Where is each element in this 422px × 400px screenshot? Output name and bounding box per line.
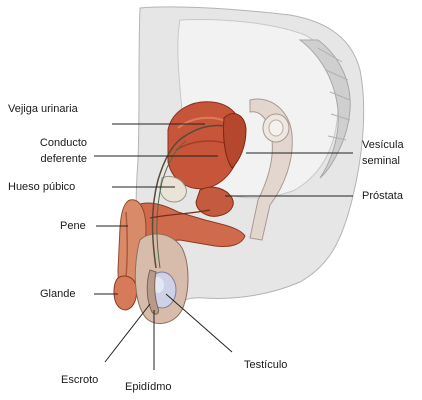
label-escroto: Escroto [61, 374, 98, 387]
leader-escroto [105, 304, 150, 362]
label-testiculo: Testículo [244, 359, 287, 372]
label-pene: Pene [60, 220, 86, 233]
label-epididimo: Epidídmo [125, 381, 171, 394]
label-hueso-pubico: Hueso púbico [8, 181, 75, 194]
label-vejiga-urinaria: Vejiga urinaria [8, 103, 78, 116]
label-conducto-deferente-1: Conducto [27, 137, 87, 150]
label-conducto-deferente-2: deferente [27, 153, 87, 166]
label-vesicula-seminal-1: Vesícula [362, 139, 404, 152]
rectal-loop-inner [269, 120, 283, 136]
leader-testiculo [166, 294, 232, 352]
label-vesicula-seminal-2: seminal [362, 155, 400, 168]
glans [114, 276, 137, 310]
label-prostata: Próstata [362, 190, 403, 203]
label-glande: Glande [40, 288, 75, 301]
